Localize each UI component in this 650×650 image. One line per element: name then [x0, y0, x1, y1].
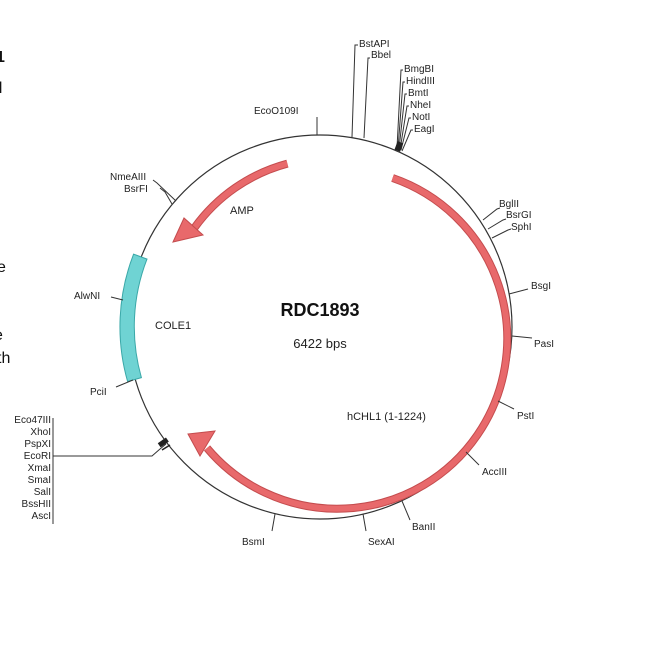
- clipped-text-line4: e: [0, 327, 3, 344]
- clipped-heading-line2: l: [0, 80, 2, 97]
- site-label-xmai[interactable]: XmaI: [28, 463, 51, 474]
- site-marker-mcs: [157, 437, 169, 448]
- site-label-smai[interactable]: SmaI: [28, 475, 51, 486]
- site-label-nhei[interactable]: NheI: [410, 100, 431, 111]
- site-tick-bglii: [482, 207, 512, 239]
- site-marker-cluster-b: [394, 141, 404, 152]
- site-label-bsmi[interactable]: BsmI: [242, 537, 265, 548]
- mcs-labels: Eco47III XhoI PspXI EcoRI XmaI SmaI SalI…: [14, 415, 51, 522]
- site-label-acciii[interactable]: AccIII: [482, 467, 507, 478]
- site-label-asci[interactable]: AscI: [32, 511, 51, 522]
- site-cluster-bmgbi: [396, 69, 413, 152]
- site-label-sexai[interactable]: SexAI: [368, 537, 395, 548]
- site-label-sali[interactable]: SalI: [34, 487, 51, 498]
- site-cluster-bstapi: [351, 44, 370, 139]
- hchl1-feature[interactable]: [187, 174, 512, 513]
- site-tick-acciii: [465, 451, 480, 466]
- site-tick-psti: [497, 400, 515, 410]
- site-tick-alwni: [110, 296, 124, 301]
- site-label-ecoo109i[interactable]: EcoO109I: [254, 106, 298, 117]
- site-cluster-mcs: [52, 418, 167, 524]
- site-tick-banii: [401, 500, 411, 521]
- plasmid-name: RDC1893: [280, 300, 359, 320]
- site-label-bglii[interactable]: BglII: [499, 199, 519, 210]
- site-label-hindiii[interactable]: HindIII: [406, 76, 435, 87]
- plasmid-size: 6422 bps: [293, 336, 347, 351]
- site-label-pspxi[interactable]: PspXI: [24, 439, 51, 450]
- site-tick-pasi: [511, 335, 533, 339]
- site-label-sphi[interactable]: SphI: [511, 222, 532, 233]
- amp-label: AMP: [230, 205, 254, 217]
- site-label-pasi[interactable]: PasI: [534, 339, 554, 350]
- clipped-text-line5: th: [0, 350, 10, 367]
- site-label-bstapi[interactable]: BstAPI: [359, 39, 390, 50]
- site-tick-pcii: [115, 379, 134, 388]
- site-tick-bsmi: [271, 513, 276, 532]
- site-label-pcii[interactable]: PciI: [90, 387, 107, 398]
- site-label-bbei[interactable]: Bbel: [371, 50, 391, 61]
- site-label-bmti[interactable]: BmtI: [408, 88, 429, 99]
- site-label-psti[interactable]: PstI: [517, 411, 534, 422]
- site-tick-nmeaiii: [152, 179, 177, 205]
- cole1-label: COLE1: [155, 320, 191, 332]
- site-tick-sexai: [362, 513, 367, 532]
- site-label-xhoi[interactable]: XhoI: [30, 427, 51, 438]
- clipped-text-line3: e: [0, 259, 6, 276]
- site-label-alwni[interactable]: AlwNI: [74, 291, 100, 302]
- amp-feature[interactable]: [172, 159, 289, 243]
- site-label-bsrfi[interactable]: BsrFI: [124, 184, 148, 195]
- site-label-eco47iii[interactable]: Eco47III: [14, 415, 51, 426]
- site-label-bsshii[interactable]: BssHII: [22, 499, 51, 510]
- site-label-ecori[interactable]: EcoRI: [24, 451, 51, 462]
- site-marker-mcs-2: [161, 444, 171, 451]
- site-label-noti[interactable]: NotI: [412, 112, 430, 123]
- site-label-eagi[interactable]: EagI: [414, 124, 435, 135]
- site-label-banii[interactable]: BanII: [412, 522, 435, 533]
- clipped-heading-line1: 1: [0, 49, 5, 66]
- hchl1-label: hCHL1 (1-1224): [347, 411, 426, 423]
- cole1-feature[interactable]: [119, 253, 148, 383]
- site-tick-bsgi: [508, 288, 529, 295]
- site-label-nmeaiii[interactable]: NmeAIII: [110, 172, 146, 183]
- site-label-bsrgi[interactable]: BsrGI: [506, 210, 532, 221]
- site-label-bsgi[interactable]: BsgI: [531, 281, 551, 292]
- site-label-bmgbi[interactable]: BmgBI: [404, 64, 434, 75]
